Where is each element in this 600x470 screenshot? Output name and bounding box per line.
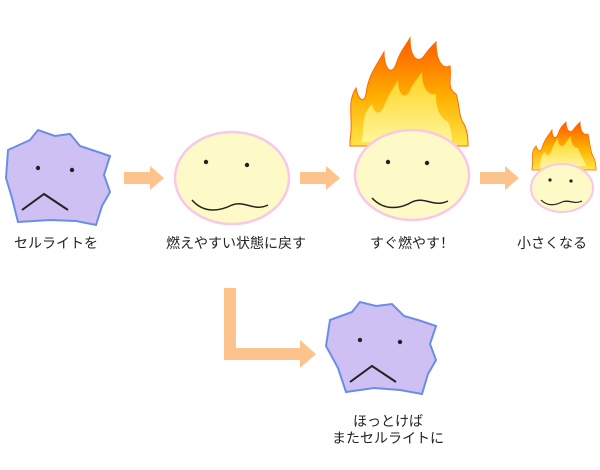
step-label-shrink: 小さくなる bbox=[517, 236, 587, 252]
alternative-label-line1: ほっとけば bbox=[353, 414, 423, 430]
arrow-right-icon bbox=[124, 166, 164, 190]
small-burning-blob-icon bbox=[530, 121, 597, 213]
burning-blob-icon bbox=[349, 36, 471, 222]
step-label-cellulite: セルライトを bbox=[14, 236, 98, 252]
cellulite-blob-icon bbox=[4, 128, 112, 227]
alternative-label-line2: またセルライトに bbox=[332, 431, 444, 447]
cellulite-blob-icon bbox=[324, 300, 438, 396]
step-label-restore: 燃えやすい状態に戻す bbox=[166, 236, 306, 252]
elbow-arrow-icon bbox=[224, 288, 316, 368]
flame-icon bbox=[349, 36, 469, 147]
arrow-right-icon bbox=[480, 166, 519, 190]
flame-icon bbox=[531, 121, 597, 171]
soft-blob-icon bbox=[173, 130, 291, 226]
alternative-label: ほっとけば またセルライトに bbox=[332, 414, 444, 448]
step-label-burn: すぐ燃やす！ bbox=[370, 236, 454, 252]
arrow-right-icon bbox=[300, 166, 340, 190]
